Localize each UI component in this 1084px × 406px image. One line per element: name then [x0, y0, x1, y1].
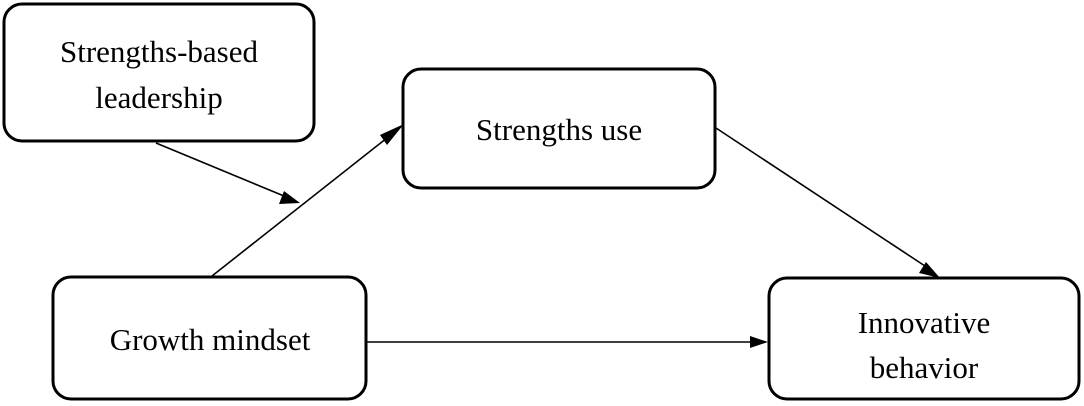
edges	[155, 124, 940, 348]
node-label-strengths-based-leadership-line1: Strengths-based	[60, 34, 259, 69]
node-box-strengths-use	[401, 67, 717, 190]
arrowhead-innovative-behavior-top	[919, 262, 940, 278]
arrowhead-moderation	[279, 191, 300, 204]
node-label-innovative-behavior-line2: behavior	[870, 350, 979, 385]
node-box-innovative-behavior	[767, 276, 1081, 401]
arrowhead-innovative-behavior-left	[750, 336, 768, 348]
edge-leadership-moderation	[155, 142, 285, 197]
edge-growth-mindset-to-strengths-use	[211, 133, 393, 277]
node-box-growth-mindset	[51, 275, 368, 401]
node-strengths-based-leadership: Strengths-based leadership	[2, 2, 316, 143]
node-label-strengths-based-leadership-line2: leadership	[95, 80, 222, 115]
node-label-strengths-use: Strengths use	[476, 112, 642, 147]
node-label-innovative-behavior-line1: Innovative	[858, 305, 991, 340]
node-strengths-use: Strengths use	[401, 67, 717, 190]
node-innovative-behavior: Innovative behavior	[767, 276, 1081, 401]
edge-strengths-use-to-innovative-behavior	[715, 127, 929, 269]
node-box-strengths-based-leadership	[2, 2, 316, 143]
node-label-growth-mindset: Growth mindset	[110, 322, 311, 357]
arrowhead-strengths-use	[380, 124, 404, 145]
node-growth-mindset: Growth mindset	[51, 275, 368, 401]
